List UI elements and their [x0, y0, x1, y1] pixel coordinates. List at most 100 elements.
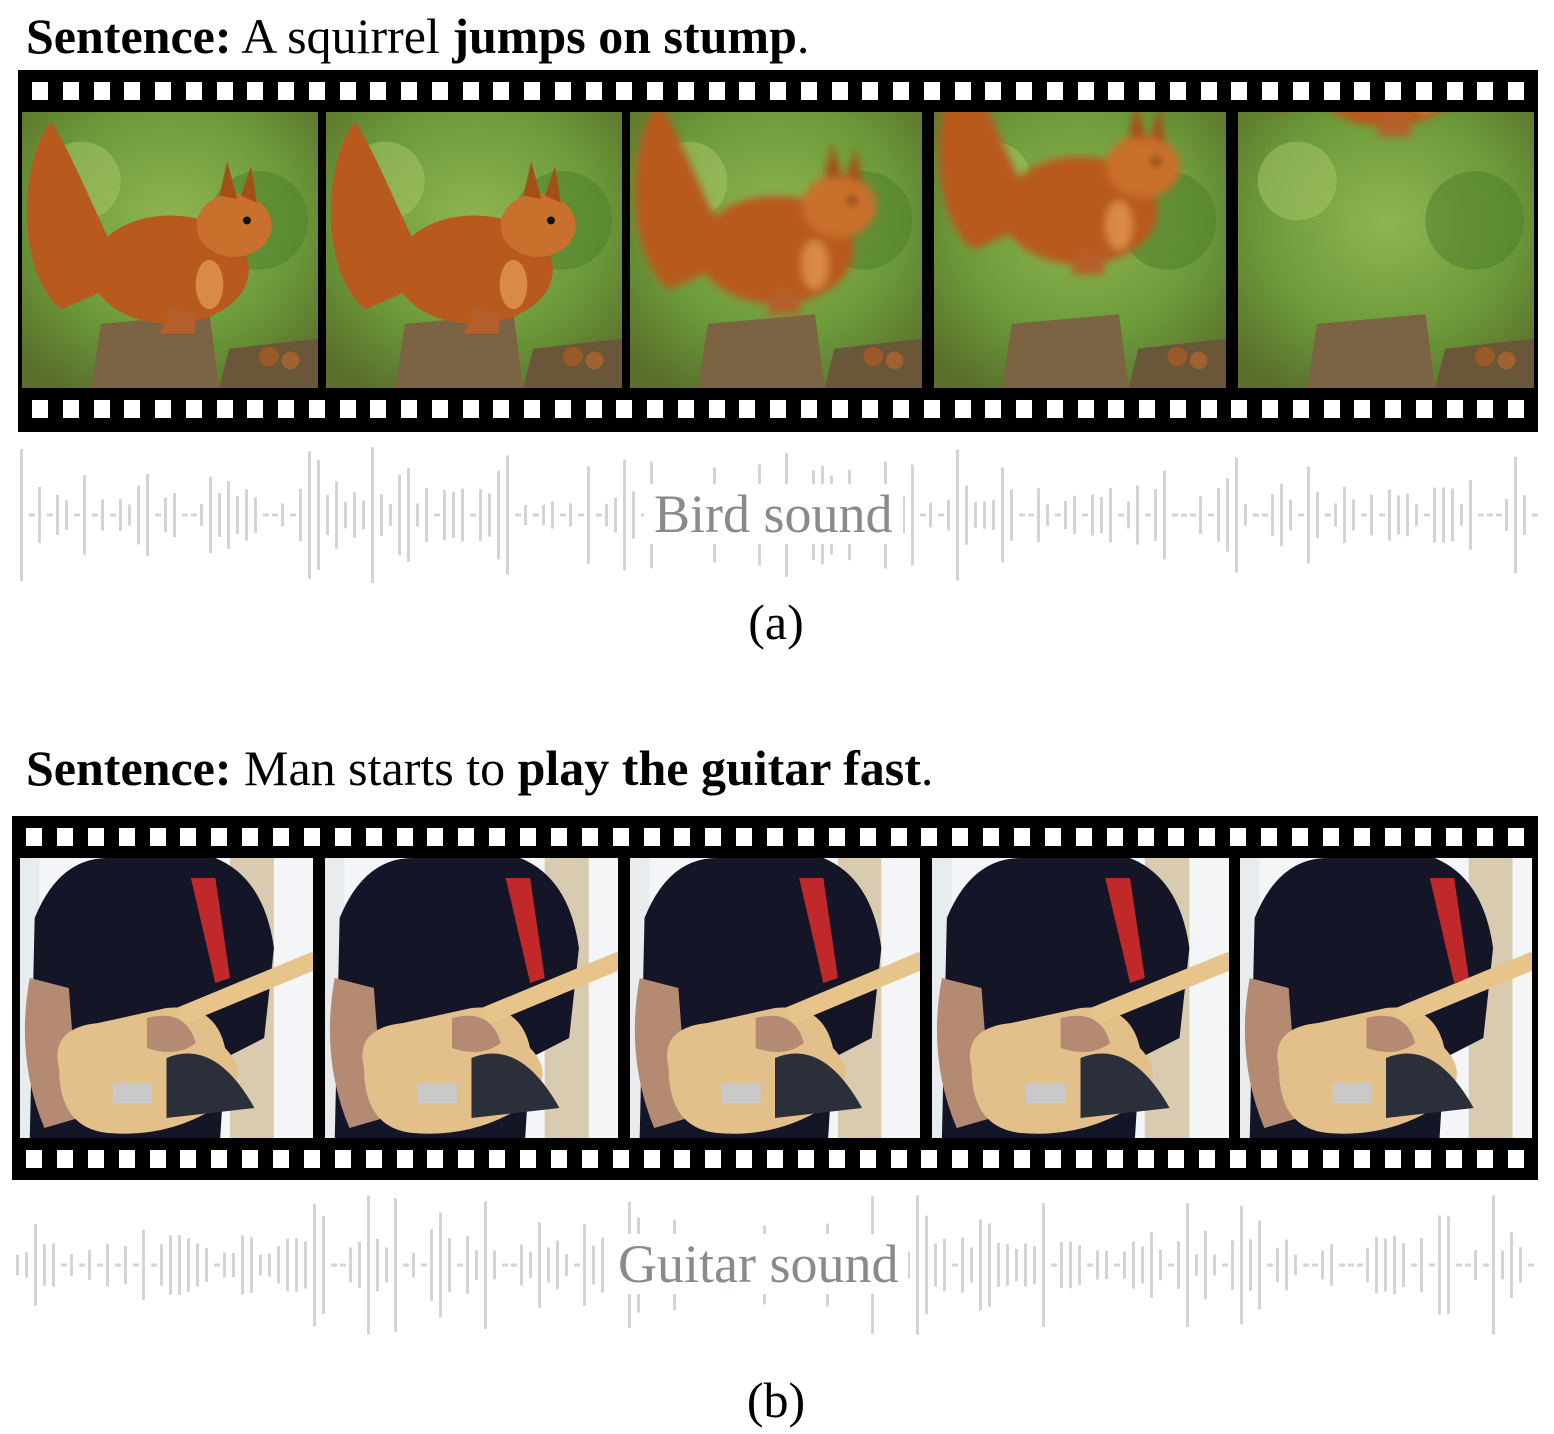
sprocket-hole: [1199, 828, 1216, 846]
sprocket-hole: [1508, 828, 1524, 846]
waveform-bar: [1510, 1232, 1513, 1298]
waveform-bar: [385, 1247, 388, 1283]
waveform-bar: [466, 1236, 469, 1294]
waveform-bar: [601, 1237, 604, 1293]
sprocket-hole: [921, 1150, 938, 1168]
waveform-bar: [367, 1195, 370, 1335]
sprocket-hole: [1385, 400, 1401, 418]
sprocket-hole: [365, 1150, 382, 1168]
waveform-bar: [1289, 499, 1292, 531]
sprocket-hole: [677, 82, 694, 100]
waveform-bar: [961, 1237, 964, 1293]
waveform-bar: [1411, 1263, 1417, 1267]
sprocket-hole: [211, 1150, 228, 1168]
waveform-bar: [200, 504, 203, 526]
waveform-bar: [907, 1251, 910, 1279]
waveform-bar: [1424, 513, 1430, 517]
sprocket-hole: [647, 400, 663, 418]
waveform-bar: [1235, 457, 1238, 573]
sprocket-hole: [828, 828, 845, 846]
waveform-bar: [1046, 504, 1049, 526]
waveform-bar: [542, 504, 545, 526]
waveform-bar: [1352, 499, 1355, 531]
waveform-bar: [1195, 1254, 1198, 1276]
sprocket-hole: [1046, 82, 1063, 100]
sprocket-hole: [1322, 1150, 1339, 1168]
sprocket-hole: [581, 1150, 598, 1168]
waveform-bar: [560, 513, 566, 517]
sprocket-hole: [1169, 400, 1186, 418]
waveform-bar: [1163, 470, 1166, 560]
waveform-bar: [331, 1263, 337, 1267]
waveform-bar: [1307, 466, 1310, 564]
waveform-bar: [155, 513, 161, 517]
sprocket-hole: [1106, 1150, 1123, 1168]
waveform-bar: [538, 1222, 541, 1308]
sprocket-hole: [370, 400, 387, 418]
sprocket-hole: [401, 82, 417, 100]
sprocket-hole: [489, 1150, 506, 1168]
waveform-bar: [605, 503, 608, 527]
waveform-bar: [1015, 1248, 1018, 1282]
waveform-bar: [1006, 1244, 1009, 1286]
waveform-bar: [1028, 513, 1034, 517]
sprocket-hole: [1139, 82, 1155, 100]
waveform-bar: [1433, 487, 1436, 543]
waveform-bar: [547, 1247, 550, 1283]
waveform-bar: [475, 1250, 478, 1280]
waveform-bar: [88, 1250, 91, 1280]
waveform-bar: [1478, 513, 1484, 517]
waveform-bar: [520, 1244, 523, 1286]
sprocket-hole: [1353, 1150, 1370, 1168]
sprocket-hole: [1477, 1150, 1494, 1168]
waveform-bar: [1091, 494, 1094, 536]
waveform-bar: [524, 504, 527, 526]
sentence-b-plain: Man starts to: [231, 740, 518, 796]
sprocket-hole: [1354, 82, 1371, 100]
waveform-bar: [295, 1238, 298, 1292]
waveform-bar: [407, 468, 410, 562]
sprocket-hole: [1075, 1150, 1092, 1168]
sprocket-hole: [1200, 82, 1217, 100]
waveform-bar: [29, 513, 35, 517]
waveform-bar: [362, 500, 365, 530]
waveform-bar: [1177, 1241, 1180, 1289]
waveform-bar: [1330, 1244, 1333, 1286]
waveform-bar: [205, 1247, 208, 1283]
waveform-bar: [268, 1253, 271, 1277]
waveform-bar: [1087, 1263, 1093, 1267]
sprocket-hole: [211, 828, 228, 846]
sentence-b-prefix: Sentence:: [26, 740, 232, 796]
sprocket-hole: [1016, 400, 1032, 418]
waveform-bar: [1456, 1263, 1462, 1267]
waveform-bar: [1208, 513, 1214, 517]
waveform-bar: [1406, 493, 1409, 537]
waveform-bar: [313, 1203, 316, 1327]
sprocket-hole: [985, 400, 1002, 418]
sprocket-hole: [985, 82, 1002, 100]
waveform-bar: [1082, 513, 1088, 517]
sprocket-hole: [554, 400, 571, 418]
waveform-bar: [956, 449, 959, 581]
sprocket-hole: [427, 1150, 444, 1168]
sprocket-hole: [739, 82, 756, 100]
sound-label-b: Guitar sound: [608, 1234, 909, 1294]
sprocket-hole: [339, 400, 356, 418]
sprocket-hole: [1508, 82, 1524, 100]
sprocket-hole: [954, 400, 971, 418]
sprocket-hole: [1044, 828, 1061, 846]
sentence-a-prefix: Sentence:: [26, 8, 232, 64]
waveform-bar: [70, 1253, 73, 1277]
waveform-bar: [182, 513, 188, 517]
panel-label-a: (a): [748, 594, 804, 650]
waveform-bar: [1316, 491, 1319, 539]
waveform-bar: [1190, 513, 1196, 517]
waveform-bar: [1366, 1247, 1369, 1283]
sprocket-hole: [677, 400, 694, 418]
sprocket-hole: [862, 82, 879, 100]
waveform-bar: [1213, 1254, 1216, 1276]
sprocket-hole: [1077, 82, 1094, 100]
waveform-bar: [187, 1238, 190, 1292]
waveform-bar: [308, 451, 311, 579]
waveform-bar: [443, 489, 446, 541]
